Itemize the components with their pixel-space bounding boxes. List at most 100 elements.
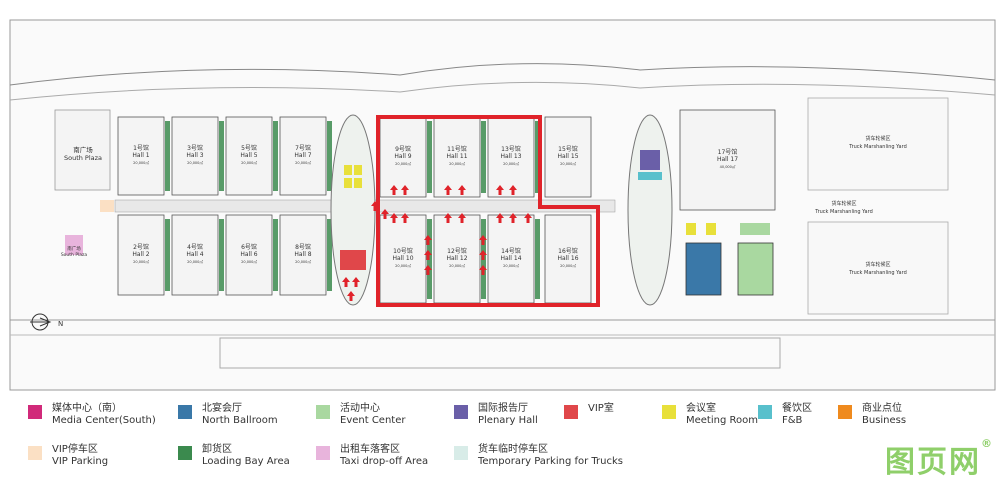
flow-arrow-icon	[424, 250, 432, 260]
legend-label-cn: 北宴会厅	[202, 403, 242, 414]
legend-label-en: Temporary Parking for Trucks	[478, 456, 623, 467]
hall-name-cn: 6号馆	[241, 243, 257, 251]
flow-arrow-icon	[424, 235, 432, 245]
hall-name-cn: 14号馆	[501, 247, 521, 255]
hall-name-en: Hall 14	[500, 255, 521, 262]
legend-swatch	[316, 446, 330, 460]
flow-arrow-icon	[371, 201, 379, 211]
truck-yard-3	[807, 221, 949, 315]
truck-yard-3-en: Truck Marshanling Yard	[848, 270, 907, 276]
legend-item: VIP室	[564, 403, 614, 419]
legend-swatch	[758, 405, 772, 419]
flow-arrow-icon	[381, 209, 389, 219]
hall-box-h9	[379, 116, 427, 198]
hall-box-h6	[225, 214, 273, 296]
hall-name-en: Hall 1	[132, 152, 149, 159]
hall-area: 20,000㎡	[503, 263, 519, 268]
legend-label-en: F&B	[782, 415, 803, 426]
legend-swatch	[564, 405, 578, 419]
loading-bay-h1	[165, 121, 170, 191]
south-plaza-small-cn: 南广场	[67, 245, 81, 252]
loading-bay-h7	[327, 121, 332, 191]
legend-label-cn: 会议室	[686, 403, 716, 414]
legend-label-cn: 国际报告厅	[478, 403, 528, 414]
hall-box-h4	[171, 214, 219, 296]
highlight-boundary	[376, 115, 600, 307]
hall-box-h3	[171, 116, 219, 196]
hall-name-cn: 4号馆	[187, 243, 203, 251]
meeting-room-w1	[344, 165, 352, 175]
hall-name-cn: 7号馆	[295, 144, 311, 152]
legend-item: 媒体中心（南）Media Center(South)	[28, 403, 156, 427]
hall-area: 20,000㎡	[133, 259, 149, 264]
legend-label-cn: 商业点位	[862, 403, 902, 414]
loading-bay-h6	[273, 219, 278, 291]
flow-arrow-icon	[390, 213, 398, 223]
loading-bay-h2	[165, 219, 170, 291]
loading-bay-h9	[427, 121, 432, 193]
hall-name-en: Hall 3	[186, 152, 203, 159]
flow-arrow-icon	[496, 185, 504, 195]
legend-swatch	[662, 405, 676, 419]
flow-arrow-icon	[444, 185, 452, 195]
truck-yard-1-cn: 货车轮候区	[865, 135, 890, 142]
legend-label-en: Event Center	[340, 415, 406, 426]
vip-parking	[100, 200, 114, 212]
legend-label-en: Meeting Room	[686, 415, 758, 426]
event-room-e	[740, 223, 770, 235]
flow-arrow-icon	[347, 291, 355, 301]
hall-area: 20,000㎡	[395, 161, 411, 166]
flow-arrow-icon	[342, 277, 350, 287]
hall-name-cn: 1号馆	[133, 144, 149, 152]
hall-area: 20,000㎡	[295, 259, 311, 264]
hall-area: 20,000㎡	[560, 263, 576, 268]
hall-area: 20,000㎡	[449, 161, 465, 166]
loading-bay-h3	[219, 121, 224, 191]
hall-area: 20,000㎡	[241, 160, 257, 165]
hall-name-cn: 15号馆	[558, 145, 578, 153]
meeting-room-w2	[354, 165, 362, 175]
flow-arrow-icon	[479, 265, 487, 275]
hall-area: 20,000㎡	[395, 263, 411, 268]
north-arrow-icon	[30, 317, 52, 327]
meeting-room-w3	[344, 178, 352, 188]
hall-area: 20,000㎡	[187, 160, 203, 165]
south-plaza-cn: 南广场	[73, 145, 93, 154]
hall-name-en: Hall 16	[557, 255, 578, 262]
hall-box-h2	[117, 214, 165, 296]
legend-label-en: Business	[862, 415, 907, 426]
meeting-room-w4	[354, 178, 362, 188]
hall-name-cn: 5号馆	[241, 144, 257, 152]
north-road-inner	[9, 81, 996, 101]
hall-name-en: Hall 7	[294, 152, 311, 159]
legend-swatch	[838, 405, 852, 419]
truck-yard-1-en: Truck Marshanling Yard	[848, 144, 907, 150]
truck-yard-2-en: Truck Marshanling Yard	[814, 209, 873, 215]
legend-label-cn: VIP室	[588, 403, 614, 414]
hall-area: 20,000㎡	[133, 160, 149, 165]
hall-area: 20,000㎡	[241, 259, 257, 264]
loading-bay-h14	[535, 219, 540, 299]
legend-text: 媒体中心（南）Media Center(South)	[52, 403, 156, 427]
north-road	[9, 63, 996, 86]
hall-name-en: Hall 10	[392, 255, 413, 262]
vip-room-west	[340, 250, 366, 270]
hall-name-cn: 16号馆	[558, 247, 578, 255]
hall-box-h14	[487, 214, 535, 304]
hall-name-en: Hall 17	[717, 156, 738, 163]
watermark-text: 图页网	[885, 445, 981, 480]
